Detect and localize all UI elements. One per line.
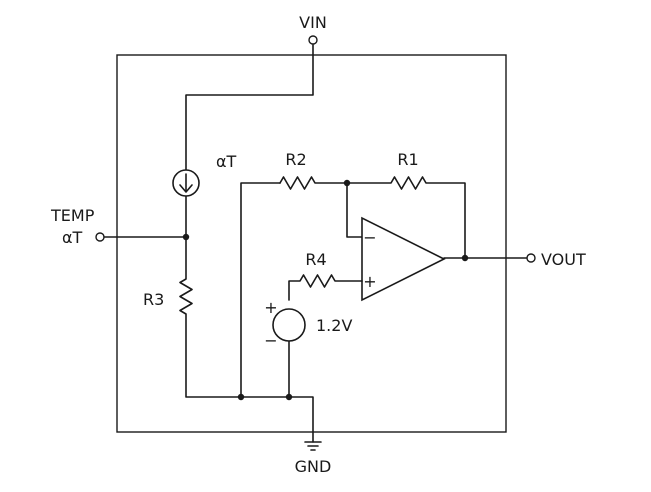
gnd-wire xyxy=(288,396,314,443)
r3-label: R3 xyxy=(143,290,164,309)
temp-pin[interactable] xyxy=(95,232,105,242)
r2-resistor xyxy=(279,176,348,190)
inverting-input-wire xyxy=(346,182,363,238)
r4-resistor xyxy=(288,274,363,301)
ground-symbol xyxy=(304,441,322,451)
r2-label: R2 xyxy=(285,150,306,169)
opamp-minus: − xyxy=(363,228,376,247)
reference-label: 1.2V xyxy=(316,316,352,335)
temp-sub-label: αT xyxy=(62,228,83,247)
r1-resistor xyxy=(346,176,466,259)
gnd-junction-right xyxy=(285,393,293,401)
gnd-label: GND xyxy=(295,457,332,476)
r2-left-wire xyxy=(240,182,281,398)
gnd-junction-left xyxy=(237,393,245,401)
vout-pin[interactable] xyxy=(526,253,536,263)
reference-minus: − xyxy=(264,331,277,350)
opamp-plus: + xyxy=(363,272,376,291)
r1-label: R1 xyxy=(397,150,418,169)
vin-label: VIN xyxy=(299,13,327,32)
current-source-label: αT xyxy=(216,152,237,171)
current-source xyxy=(172,169,200,197)
vin-wire xyxy=(185,44,314,171)
temp-label: TEMP xyxy=(50,206,95,225)
r3-resistor xyxy=(179,236,290,398)
opamp xyxy=(361,216,446,302)
vin-pin[interactable] xyxy=(308,35,318,45)
vout-label: VOUT xyxy=(541,250,586,269)
voltage-reference xyxy=(272,308,306,342)
reference-plus: + xyxy=(264,298,277,317)
r4-label: R4 xyxy=(305,250,326,269)
chip-boundary xyxy=(116,54,507,433)
output-junction xyxy=(461,254,469,262)
